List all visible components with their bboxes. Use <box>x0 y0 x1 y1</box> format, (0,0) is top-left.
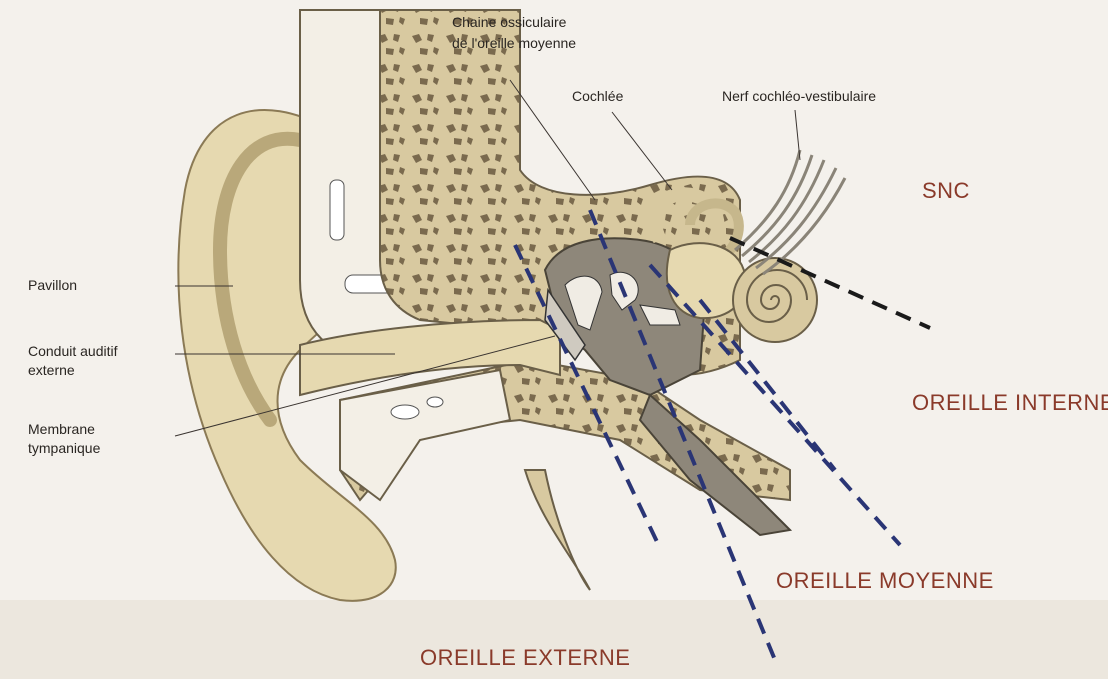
styloid-process <box>525 470 590 590</box>
label-nerf: Nerf cochléo-vestibulaire <box>722 88 876 104</box>
cartilage-hole <box>391 405 419 419</box>
zone-oreille-moyenne: OREILLE MOYENNE <box>776 568 994 593</box>
label-conduit-line2: externe <box>28 362 75 378</box>
label-chaine-line1: Chaine ossiculaire <box>452 14 567 30</box>
cartilage-lower <box>340 370 510 500</box>
label-pavillon: Pavillon <box>28 277 77 293</box>
label-membrane-line2: tympanique <box>28 440 101 456</box>
cochleo-vestibular-nerve <box>735 150 845 274</box>
zone-oreille-interne: OREILLE INTERNE <box>912 390 1108 415</box>
label-membrane-line1: Membrane <box>28 421 95 437</box>
zone-oreille-externe: OREILLE EXTERNE <box>420 645 630 670</box>
label-conduit-line1: Conduit auditif <box>28 343 118 359</box>
leader-cochlee <box>612 112 672 190</box>
leader-nerf <box>795 110 800 160</box>
cartilage-hole-2 <box>427 397 443 407</box>
zone-snc: SNC <box>922 178 970 203</box>
label-cochlee: Cochlée <box>572 88 624 104</box>
cartilage-slot <box>330 180 344 240</box>
label-chaine-line2: de l'oreille moyenne <box>452 35 576 51</box>
